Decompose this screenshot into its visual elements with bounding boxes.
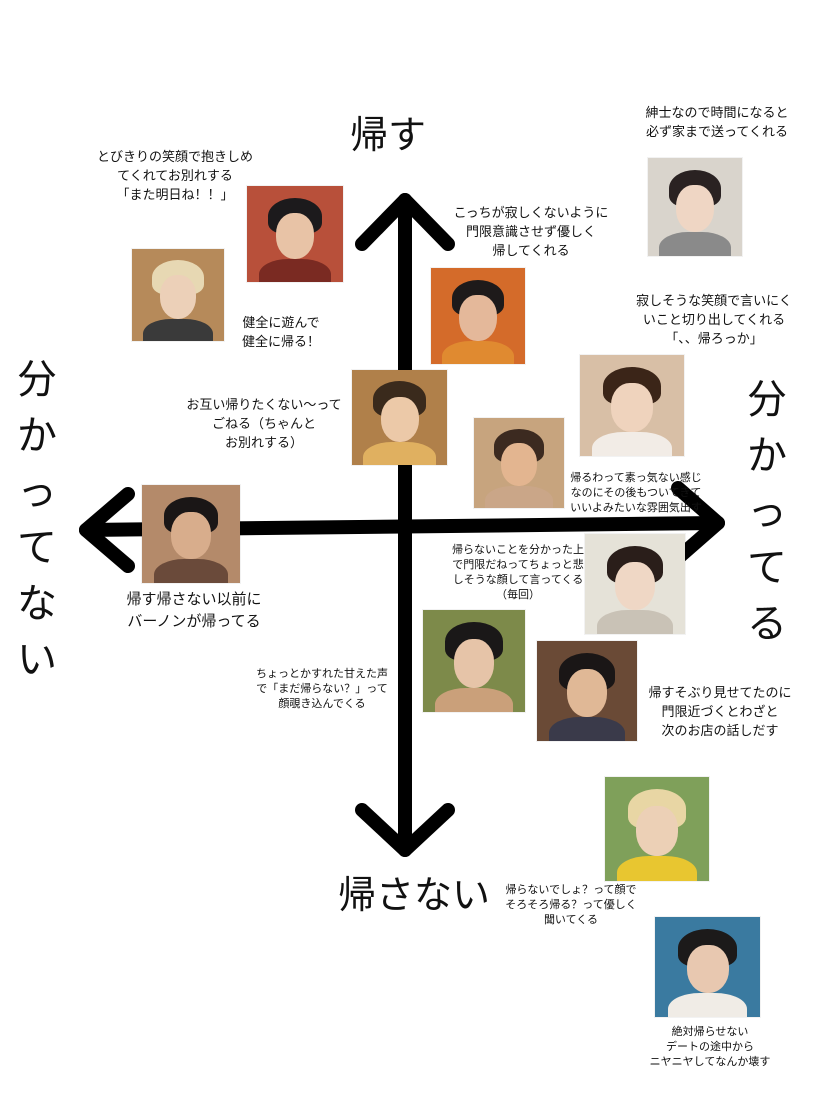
member-photo <box>585 534 685 634</box>
photo-face <box>171 512 211 560</box>
photo-face <box>615 562 655 610</box>
annotation-note: こっちが寂しくないように 門限意識させず優しく 帰してくれる <box>453 206 609 259</box>
annotation-note: 帰らないでしょ？って顔で そろそろ帰る？って優しく 聞いてくる <box>505 883 637 926</box>
photo-body <box>549 717 625 741</box>
right-arrow-head <box>671 481 725 565</box>
photo-body <box>143 318 213 341</box>
photo-face <box>676 185 714 233</box>
photo-body <box>153 559 229 583</box>
annotation-note: とびきりの笑顔で抱きしめ てくれてお別れする 「また明日ね！！」 <box>96 150 253 203</box>
photo-body <box>659 232 731 256</box>
annotation-note: 帰す帰さない以前に バーノンが帰ってる <box>126 590 262 630</box>
axis-label-bottom: 帰さない <box>338 873 491 917</box>
photo-face <box>459 294 497 341</box>
annotation-note: 寂しそうな笑顔で言いにく いこと切り出してくれる 「、、帰ろっか」 <box>636 294 792 347</box>
photo-face <box>636 806 678 857</box>
photo-face <box>567 669 607 717</box>
photo-body <box>592 431 672 456</box>
annotation-note: 紳士なので時間になると 必ず家まで送ってくれる <box>645 106 789 140</box>
photo-face <box>159 274 197 319</box>
member-photo <box>474 418 564 508</box>
annotation-note: ちょっとかすれた甘えた声 で「まだ帰らない？」って 顔覗き込んでくる <box>256 667 388 710</box>
member-photo <box>655 917 760 1017</box>
annotation-note: 帰らないことを分かった上 で門限だねってちょっと悲 しそうな顔して言ってくる （… <box>452 543 584 601</box>
member-photo <box>132 249 224 341</box>
axis-label-left: 分 か っ て な い <box>17 357 57 683</box>
photo-face <box>380 396 419 443</box>
photo-body <box>363 442 436 465</box>
photo-face <box>611 383 653 432</box>
member-photo <box>142 485 240 583</box>
annotation-note: 帰すそぶり見せてたのに 門限近づくとわざと 次のお店の話しだす <box>648 686 792 739</box>
photo-face <box>501 443 537 487</box>
photo-body <box>435 687 513 712</box>
annotation-note: 健全に遊んで 健全に帰る！ <box>241 316 320 350</box>
photo-body <box>617 856 697 881</box>
photo-body <box>484 486 554 508</box>
up-arrow-head <box>355 193 455 251</box>
axis-label-right: 分 か っ て る <box>747 377 787 647</box>
left-arrow-head <box>79 487 135 573</box>
member-photo <box>431 268 525 364</box>
annotation-note: お互い帰りたくない〜って ごねる（ちゃんと お別れする） <box>186 398 342 451</box>
member-photo <box>605 777 709 881</box>
photo-body <box>258 258 332 282</box>
photo-face <box>686 945 729 993</box>
annotation-note: 帰るわって素っ気ない感じ なのにその後もついてきて いいよみたいな雰囲気出す <box>570 471 702 514</box>
photo-face <box>275 212 315 259</box>
member-photo <box>580 355 684 456</box>
member-photo <box>247 186 343 282</box>
photo-body <box>442 340 514 364</box>
axis-label-top: 帰す <box>350 113 427 157</box>
member-photo <box>352 370 447 465</box>
photo-body <box>667 993 748 1017</box>
photo-face <box>453 638 495 688</box>
member-photo <box>423 610 525 712</box>
member-photo <box>537 641 637 741</box>
photo-body <box>597 610 673 634</box>
annotation-note: 絶対帰らせない デートの途中から ニヤニヤしてなんか壊す <box>649 1025 771 1068</box>
down-arrow-head <box>355 803 455 857</box>
member-photo <box>648 158 742 256</box>
